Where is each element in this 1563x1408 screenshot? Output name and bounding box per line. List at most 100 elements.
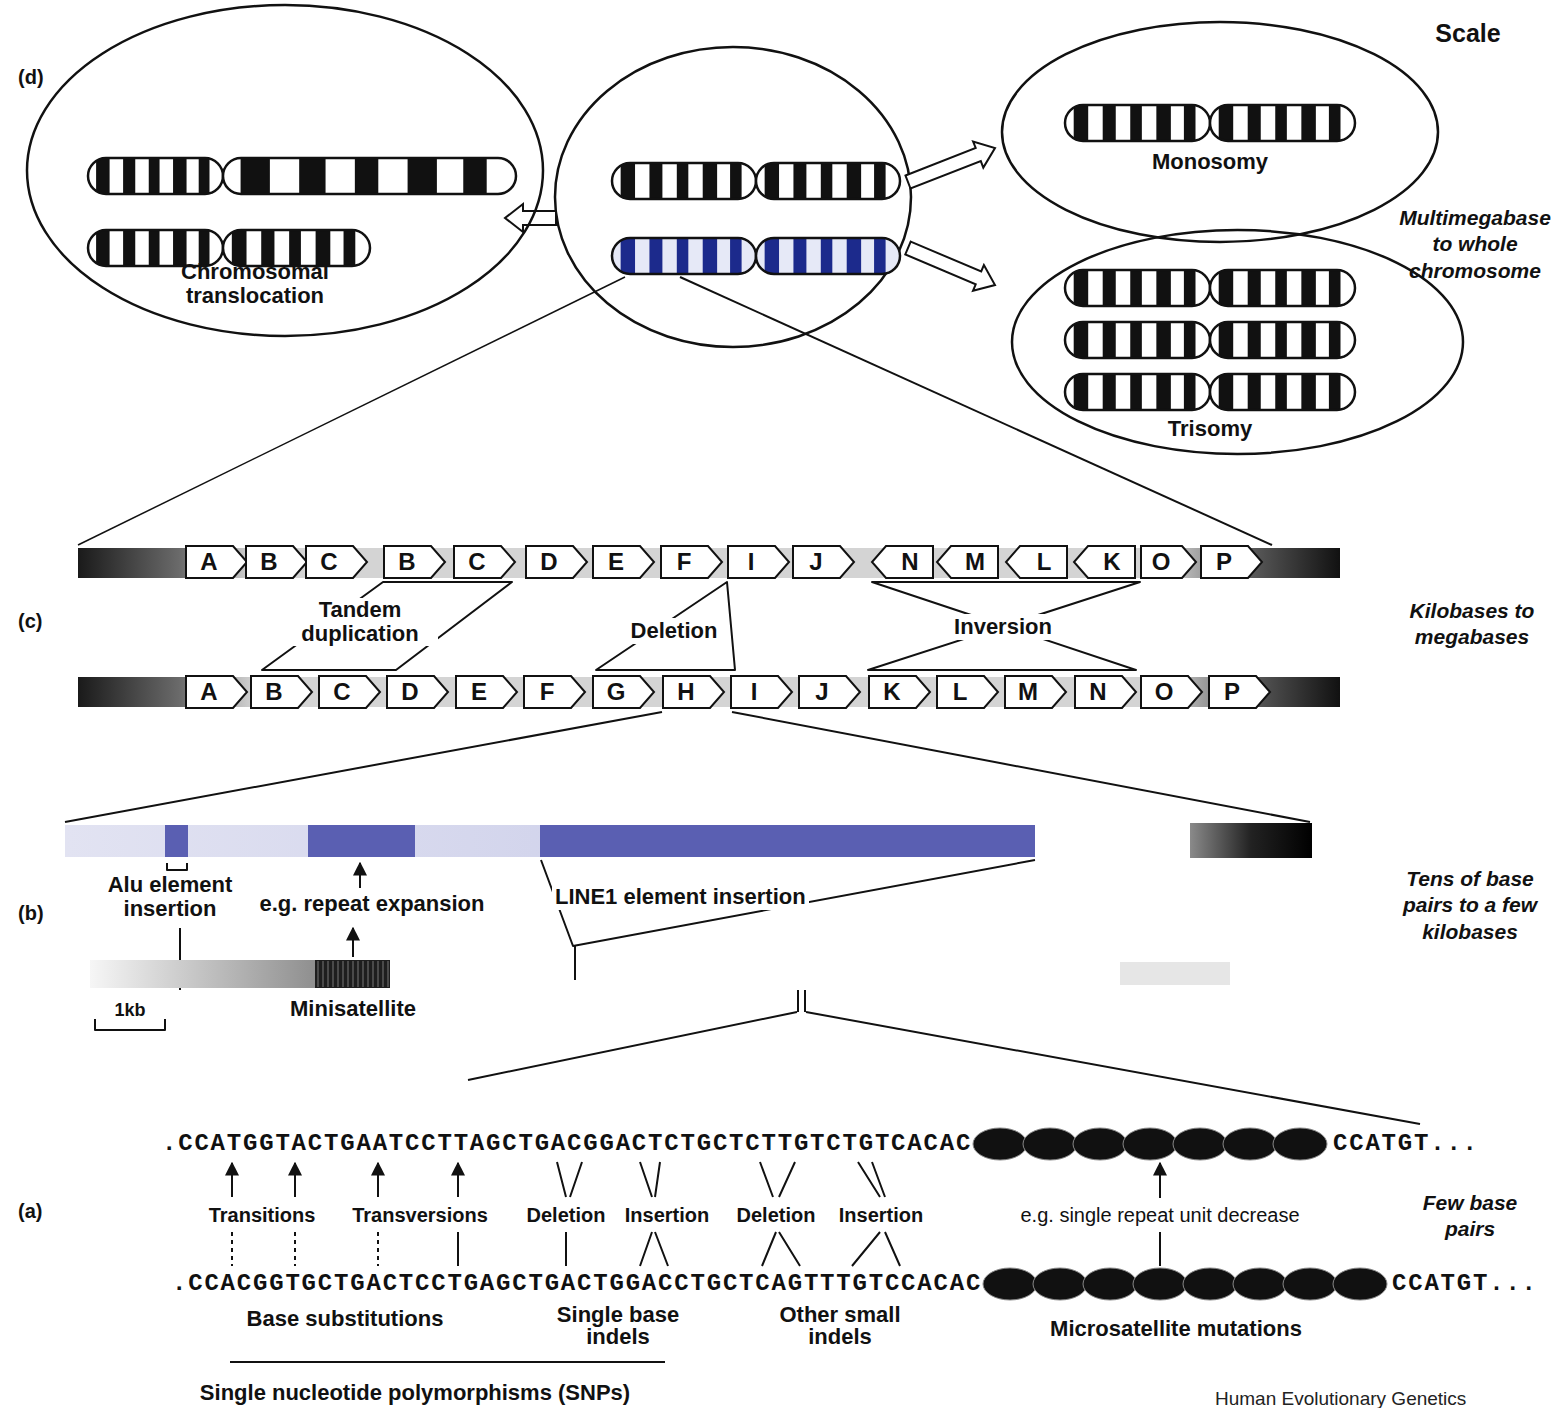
gene-arrow-shape [730, 675, 792, 709]
substitution-arrow [294, 1163, 296, 1197]
gene-letter: O [1152, 550, 1171, 574]
gene-arrow: H [662, 675, 724, 709]
chromosome-band [821, 163, 833, 199]
chromosome-outline [612, 163, 756, 199]
substitution-arrow [231, 1163, 233, 1197]
gene-arrow-outline [1005, 676, 1066, 708]
indel-wedge [760, 1162, 795, 1197]
chromosome-band [344, 230, 356, 266]
gene-arrow-outline [731, 676, 792, 708]
chromosome-band [408, 158, 437, 194]
zoom-line [468, 1012, 797, 1080]
chromosome-outline [612, 238, 756, 274]
gene-arrow-outline [387, 676, 448, 708]
gene-arrow: O [1140, 675, 1202, 709]
gene-arrow-outline [1201, 546, 1262, 578]
minisatellite-stripe [353, 961, 354, 987]
translocation-oval: Chromosomal translocation [25, 3, 545, 338]
chromosome-band [847, 238, 861, 274]
chromosome-band [1156, 374, 1171, 410]
chromosome-band [1248, 270, 1261, 306]
repeat-unit [1333, 1268, 1387, 1300]
chromosome-band [703, 238, 717, 274]
chromosome-band [149, 230, 160, 266]
gene-arrow: M [1004, 675, 1066, 709]
chromosome [612, 163, 900, 199]
mutation-label: e.g. repeat expansion [260, 891, 485, 917]
faint-box [1120, 962, 1230, 985]
mutation-label: Deletion [628, 618, 721, 644]
gene-arrow-outline [1074, 546, 1135, 578]
chromosome-arm [1065, 270, 1210, 306]
chromosome-band [1275, 270, 1287, 306]
chromosome-arm [1210, 105, 1355, 141]
category-label: Single nucleotide polymorphisms (SNPs) [200, 1380, 630, 1406]
mutation-label: Alu element insertion [100, 873, 240, 921]
substitution-line [231, 1232, 233, 1266]
scale-bar-label: 1kb [114, 1000, 145, 1022]
gene-letter: M [965, 550, 985, 574]
gene-arrow: E [455, 675, 517, 709]
mutation-label: LINE1 element insertion [552, 884, 809, 910]
chromosome-band [1184, 270, 1196, 306]
minisatellite-stripe [388, 961, 389, 987]
chromosome-outline [223, 158, 516, 194]
chromosome-band [730, 163, 742, 199]
gene-arrow: I [727, 545, 789, 579]
chromosome-arm [223, 158, 516, 194]
chromosome-band [463, 158, 486, 194]
chromosome-band [1184, 374, 1196, 410]
gene-arrow-outline [793, 546, 854, 578]
gene-arrow-shape [792, 545, 854, 579]
chromosome-band [1301, 374, 1316, 410]
chromosome-band [621, 163, 635, 199]
chromosome-band [1301, 322, 1316, 358]
chromosome-band [793, 238, 806, 274]
gene-arrow: F [523, 675, 585, 709]
repeat-unit [1183, 1268, 1237, 1300]
zoom-line [65, 712, 662, 822]
line1-tick [574, 946, 576, 980]
gene-arrow-outline [246, 546, 307, 578]
gene-letter: D [401, 680, 418, 704]
gene-arrow: M [937, 545, 999, 579]
gene-arrow-outline [593, 546, 654, 578]
repeat-unit [1133, 1268, 1187, 1300]
chromosome-arm [1210, 374, 1355, 410]
scale-label: Few base pairs [1410, 1190, 1530, 1243]
chromosome-outline [756, 238, 900, 274]
minisatellite-stripe [318, 961, 319, 987]
chromosome-outline [1065, 270, 1210, 306]
gene-arrow: P [1208, 675, 1270, 709]
chromosome-band [874, 163, 886, 199]
gene-arrow-outline [869, 676, 930, 708]
category-label: Base substitutions [247, 1306, 444, 1332]
repeat-arrow [352, 928, 354, 957]
chromosome-band [1248, 322, 1261, 358]
snp-underline [230, 1361, 665, 1363]
chromosome-band [1074, 105, 1089, 141]
chromosome-band [1329, 105, 1341, 141]
gene-arrow-outline [799, 676, 860, 708]
repeat-unit [983, 1268, 1037, 1300]
gene-arrow: E [592, 545, 654, 579]
element-label: Minisatellite [290, 996, 416, 1022]
zoom-line [732, 712, 1310, 822]
panel-letter: (a) [18, 1200, 42, 1223]
chromosome-band [765, 163, 779, 199]
dna-sequence: .CCATGGTACTGAATCCTTAGCTGACGGACTCTGCTCTTG… [162, 1130, 972, 1158]
gene-arrow: N [1074, 675, 1136, 709]
gene-letter: P [1216, 550, 1232, 574]
repeat-unit [1223, 1128, 1277, 1160]
chromosome-band [1103, 322, 1116, 358]
chromosome-band [173, 158, 187, 194]
chromosome-band [1074, 374, 1089, 410]
repeat-unit [1023, 1128, 1077, 1160]
gene-arrow-outline [306, 546, 367, 578]
gene-letter: H [677, 680, 694, 704]
mutation-label: e.g. single repeat unit decrease [1017, 1203, 1302, 1227]
category-label: Other small indels [765, 1304, 915, 1348]
repeat-arrow [1159, 1163, 1161, 1198]
chromosome-band [1301, 105, 1316, 141]
chromosome-band [241, 158, 270, 194]
